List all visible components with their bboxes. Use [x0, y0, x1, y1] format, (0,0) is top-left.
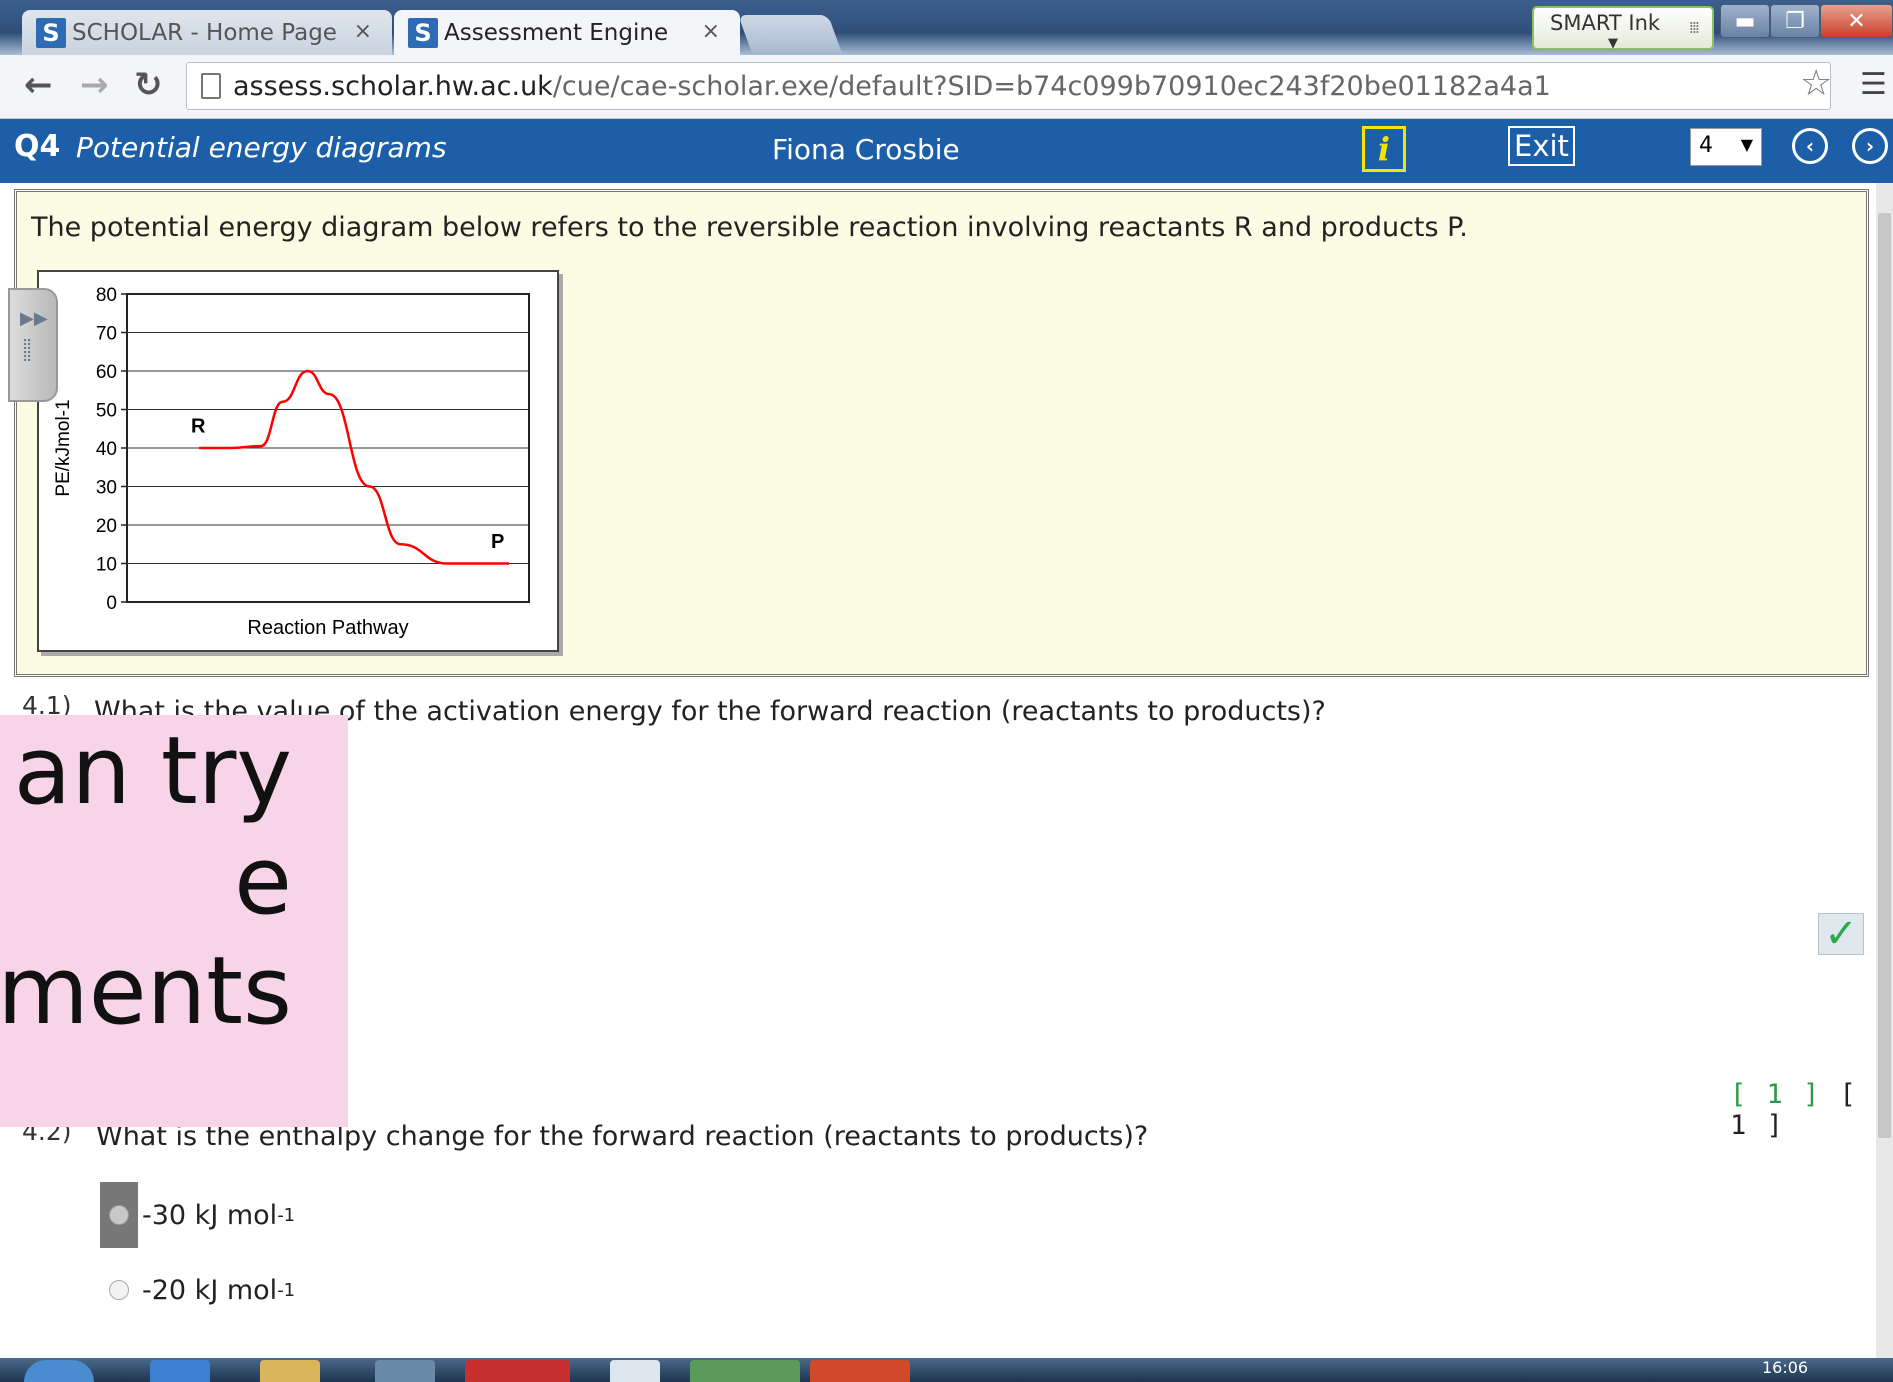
- expand-arrows-icon: ▶▶: [20, 308, 48, 329]
- window-minimize-button[interactable]: ▬: [1720, 4, 1770, 38]
- back-arrow-icon[interactable]: ←: [24, 65, 53, 105]
- next-question-button[interactable]: ›: [1852, 128, 1888, 164]
- clock: 16:06: [1762, 1358, 1809, 1377]
- doc-taskbar-icon[interactable]: [610, 1360, 660, 1382]
- question-title: Potential energy diagrams: [76, 131, 447, 164]
- overlay-text-line: an try: [13, 717, 292, 826]
- scrollbar-thumb[interactable]: [1878, 213, 1891, 1138]
- radio-button[interactable]: [100, 1257, 138, 1323]
- option-exponent: -1: [277, 1279, 296, 1301]
- start-button[interactable]: [24, 1360, 94, 1382]
- smart-ink-label: SMART Ink: [1550, 11, 1661, 35]
- exit-button[interactable]: Exit: [1508, 126, 1575, 166]
- tab-close-icon[interactable]: ×: [701, 19, 720, 44]
- dropdown-arrow-icon: ▼: [1740, 135, 1753, 154]
- bookmark-star-icon[interactable]: ☆: [1800, 63, 1833, 104]
- tab-close-icon[interactable]: ×: [353, 19, 372, 44]
- smart-ink-toolbar[interactable]: SMART Ink ▼ ⁞⁞⁞: [1532, 6, 1714, 51]
- question-select-value: 4: [1699, 133, 1713, 158]
- new-tab-button[interactable]: [738, 15, 842, 53]
- answer-option[interactable]: -20 kJ mol-1: [100, 1257, 295, 1323]
- correct-check-icon: ✓: [1818, 913, 1864, 955]
- app-taskbar-icon[interactable]: [375, 1360, 435, 1382]
- y-tick-label: 70: [96, 324, 117, 345]
- stimulus-panel: The potential energy diagram below refer…: [14, 189, 1869, 677]
- option-label: -20 kJ mol: [142, 1274, 278, 1306]
- question-content: The potential energy diagram below refer…: [8, 183, 1875, 1358]
- app-taskbar-icon[interactable]: [690, 1360, 800, 1382]
- question-number: Q4: [14, 129, 61, 164]
- page-icon: [201, 73, 221, 99]
- option-exponent: -1: [277, 1204, 296, 1226]
- menu-icon[interactable]: ☰: [1860, 67, 1887, 102]
- score-display: [ 1 ] [ 1 ]: [1730, 1079, 1875, 1141]
- browser-taskbar-icon[interactable]: [150, 1360, 210, 1382]
- overlay-text-line: sments: [0, 937, 292, 1046]
- option-label: -30 kJ mol: [142, 1199, 278, 1231]
- answer-option[interactable]: -30 kJ mol-1: [100, 1182, 295, 1248]
- overlay-text-line: e: [234, 827, 292, 936]
- forward-arrow-icon[interactable]: →: [80, 65, 109, 105]
- window-restore-button[interactable]: ❐: [1770, 4, 1820, 38]
- scholar-favicon-icon: S: [408, 17, 438, 48]
- address-bar[interactable]: assess.scholar.hw.ac.uk/cue/cae-scholar.…: [186, 62, 1831, 110]
- y-tick-label: 20: [96, 516, 117, 537]
- taskbar: 16:06: [0, 1358, 1893, 1382]
- y-axis-label: PE/kJmol-1: [53, 399, 74, 496]
- url-path: /cue/cae-scholar.exe/default?SID=b74c099…: [552, 70, 1551, 102]
- assessment-header: Q4 Potential energy diagrams Fiona Crosb…: [0, 119, 1893, 183]
- stimulus-text: The potential energy diagram below refer…: [31, 212, 1468, 243]
- x-axis-label: Reaction Pathway: [247, 617, 408, 639]
- score-gained: [ 1 ]: [1730, 1079, 1822, 1110]
- presentation-overlay: an try e sments: [0, 715, 348, 1127]
- y-tick-label: 10: [96, 555, 117, 576]
- folder-taskbar-icon[interactable]: [260, 1360, 320, 1382]
- y-tick-label: 40: [96, 439, 117, 460]
- y-tick-label: 50: [96, 401, 117, 422]
- grip-icon: ⁞⁞⁞: [1688, 18, 1700, 37]
- question-select[interactable]: 4 ▼: [1690, 128, 1762, 166]
- grip-icon: ⠿⠿: [22, 338, 32, 366]
- tab-scholar-home[interactable]: S SCHOLAR - Home Page ×: [22, 10, 392, 55]
- curve-annotation: R: [191, 416, 206, 438]
- url-host: assess.scholar.hw.ac.uk: [233, 70, 553, 102]
- side-panel-tab[interactable]: ▶▶ ⠿⠿: [8, 288, 58, 402]
- y-tick-label: 30: [96, 478, 117, 499]
- window-close-button[interactable]: ✕: [1820, 4, 1893, 38]
- tab-label: Assessment Engine: [444, 19, 669, 46]
- curve-annotation: P: [491, 531, 504, 553]
- y-tick-label: 80: [96, 285, 117, 306]
- info-button[interactable]: i: [1362, 126, 1406, 172]
- browser-tab-strip: S SCHOLAR - Home Page × S Assessment Eng…: [0, 0, 1893, 55]
- browser-toolbar: ← → ↻ assess.scholar.hw.ac.uk/cue/cae-sc…: [0, 55, 1893, 119]
- radio-button-selected[interactable]: [100, 1182, 138, 1248]
- tab-label: SCHOLAR - Home Page: [72, 19, 337, 46]
- scholar-favicon-icon: S: [36, 17, 66, 48]
- y-tick-label: 0: [106, 593, 117, 614]
- chrome-taskbar-icon[interactable]: [465, 1360, 570, 1382]
- reload-icon[interactable]: ↻: [134, 65, 163, 105]
- energy-curve: [198, 369, 509, 565]
- score-total: [ 1 ]: [1730, 1079, 1858, 1141]
- tab-assessment-engine[interactable]: S Assessment Engine ×: [394, 10, 740, 55]
- student-name: Fiona Crosbie: [772, 133, 960, 166]
- powerpoint-taskbar-icon[interactable]: [810, 1360, 910, 1382]
- y-tick-label: 60: [96, 362, 117, 383]
- dropdown-caret-icon: ▼: [1608, 36, 1618, 51]
- previous-question-button[interactable]: ‹: [1792, 128, 1828, 164]
